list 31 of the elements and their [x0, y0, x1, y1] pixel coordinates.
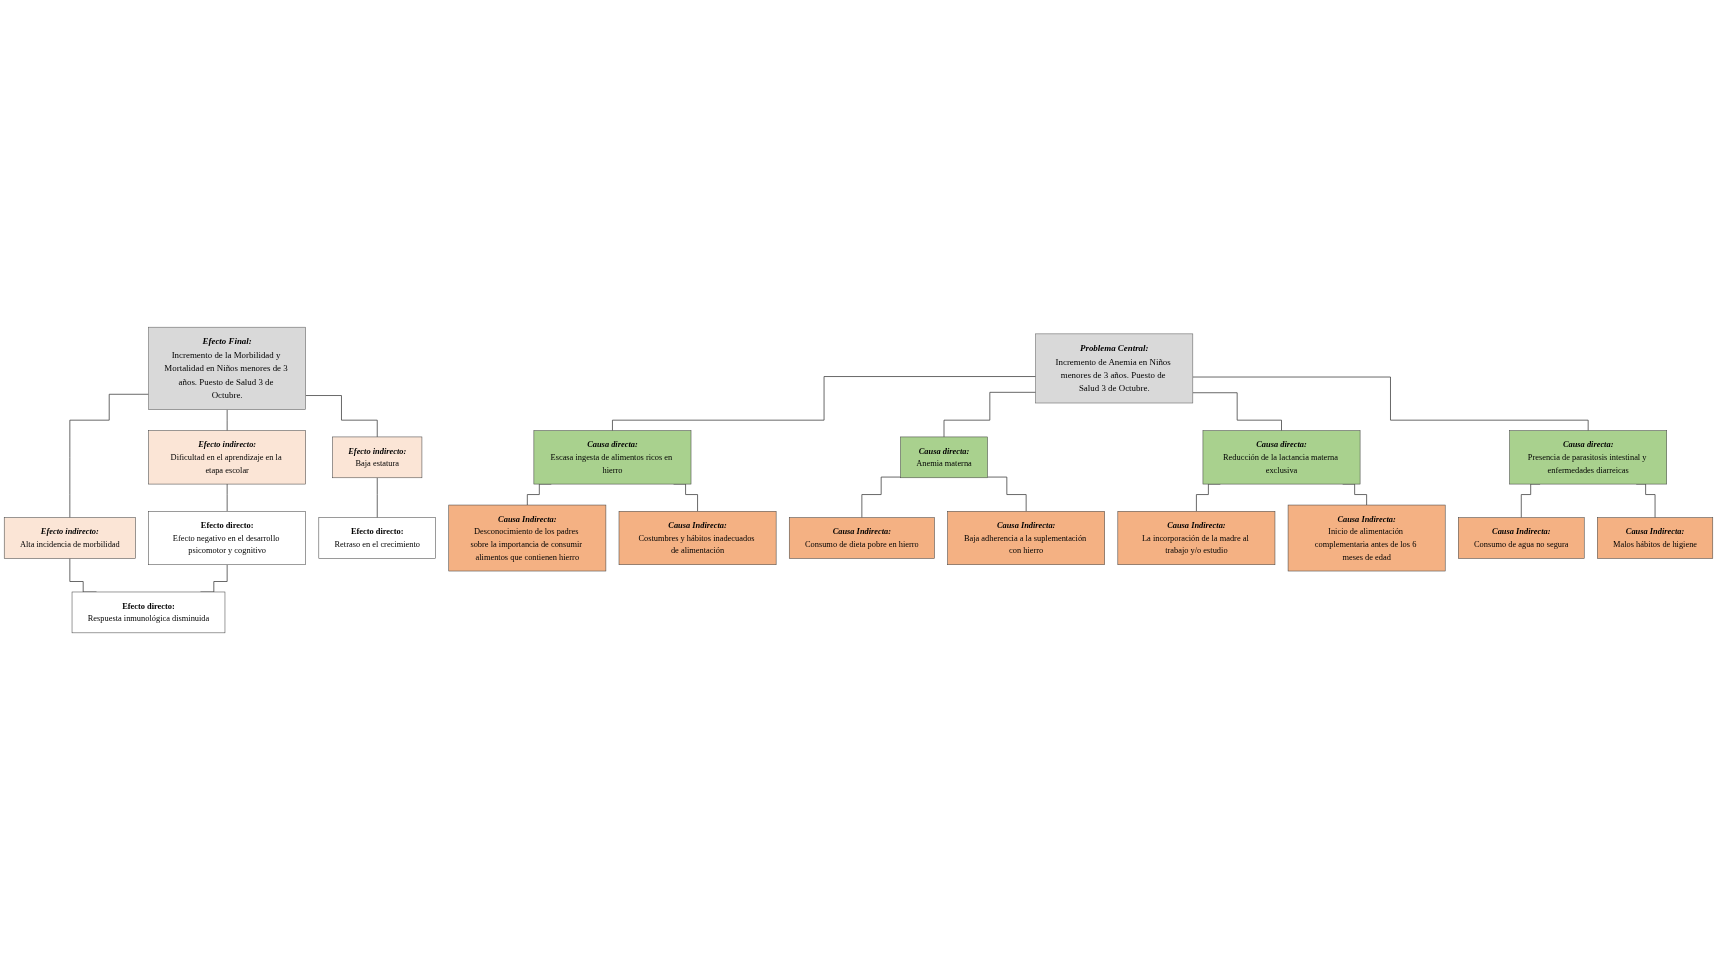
node-box: Causa Indirecta: Malos hábitos de higiene: [1597, 517, 1714, 560]
node-box: Causa directa: Anemia materna: [900, 437, 988, 479]
connector: [376, 477, 378, 519]
node-box: Efecto indirecto: Dificultad en el aprendizaje en la etapa escolar: [148, 430, 306, 485]
node-box: Causa Indirecta: Desconocimiento de los padres sobre la importancia de consumir alimentos que contienen hierro: [448, 505, 607, 572]
node-box: Efecto directo: Efecto negativo en el desarrollo psicomotor y cognitivo: [148, 511, 306, 566]
connector: [612, 376, 1037, 432]
node-box: Problema Central: Incremento de Anemia en Niños menores de 3 años. Puesto de Salud 3 de Octubre.: [1035, 334, 1194, 404]
connector: [987, 477, 1027, 513]
connector: [226, 484, 228, 513]
node-box: Causa Indirecta: Inicio de alimentación complementaria antes de los 6 meses de edad: [1287, 505, 1446, 572]
node-box: Causa directa: Escasa ingesta de alimentos ricos en hierro: [533, 430, 692, 485]
node-box: Causa Indirecta: Consumo de agua no segura: [1458, 517, 1585, 560]
connector: [1192, 392, 1282, 432]
node-box: Causa Indirecta: Costumbres y hábitos inadecuados de alimentación: [618, 511, 777, 566]
connector: [305, 395, 378, 438]
connector: [861, 477, 901, 519]
node-box: Causa directa: Presencia de parasitosis intestinal y enfermedades diarreicas: [1509, 430, 1667, 485]
node-box: Causa Indirecta: Baja adherencia a la suplementación con hierro: [947, 511, 1105, 566]
node-box: Efecto Final: Incremento de la Morbilidad y Mortalidad en Niños menores de 3 años. Puesto de Salud 3 de Octubre.: [148, 327, 306, 411]
node-box: Efecto indirecto: Alta incidencia de morbilidad: [3, 517, 136, 560]
node-box: Efecto indirecto: Baja estatura: [332, 437, 423, 479]
connector: [226, 409, 228, 432]
node-box: Causa Indirecta: Consumo de dieta pobre en hierro: [789, 517, 935, 560]
node-box: Causa Indirecta: La incorporación de la madre al trabajo y/o estudio: [1117, 511, 1276, 566]
connector: [943, 392, 1037, 438]
node-box: Causa directa: Reducción de la lactancia materna exclusiva: [1202, 430, 1361, 485]
node-box: Efecto directo: Respuesta inmunológica disminuida: [71, 592, 226, 634]
node-box: Efecto directo: Retraso en el crecimiento: [318, 517, 436, 560]
connector: [69, 394, 149, 519]
connector: [1192, 377, 1589, 432]
